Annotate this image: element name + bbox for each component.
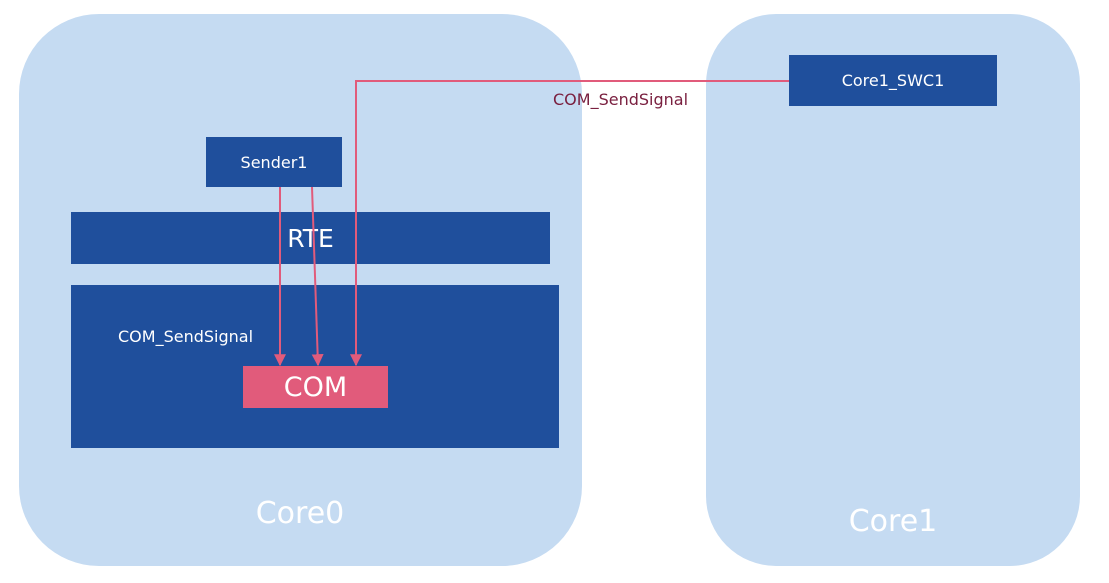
com-module: COM <box>243 366 388 408</box>
core0-label: Core0 <box>255 496 345 531</box>
core1-label: Core1 <box>848 504 938 539</box>
rte-layer: RTE <box>71 212 550 264</box>
com-sendsignal-label: COM_SendSignal <box>118 327 254 346</box>
cross-core-sendsignal-label: COM_SendSignal <box>553 90 689 109</box>
sender1-component: Sender1 <box>206 137 342 187</box>
core1-swc1-component: Core1_SWC1 <box>789 55 997 106</box>
